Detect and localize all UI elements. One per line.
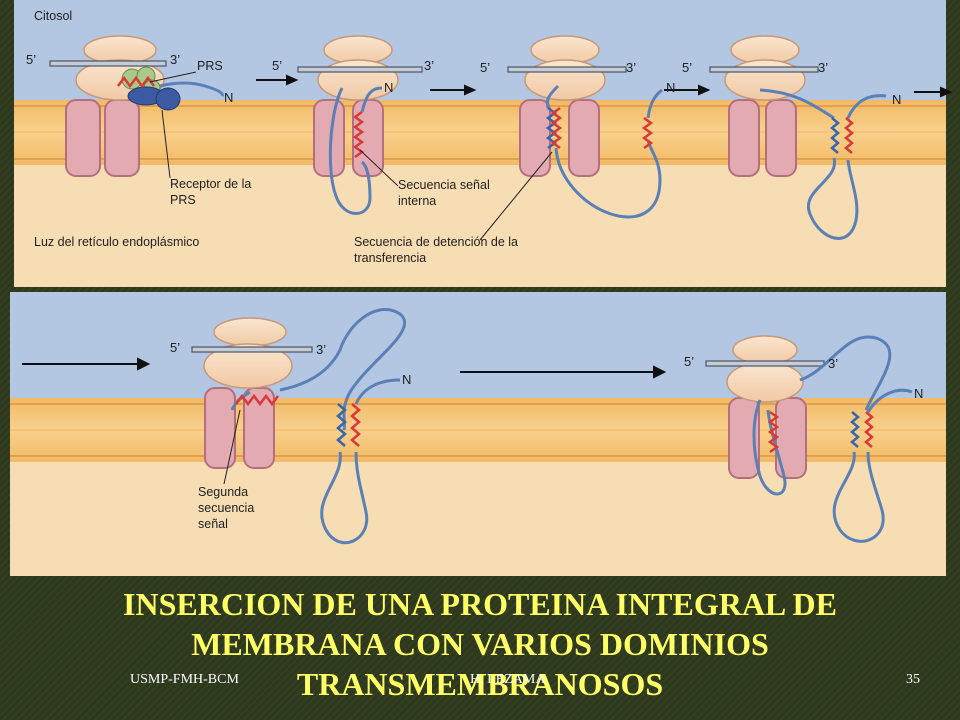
polypeptide-chain [846,94,887,119]
footer-institution: USMP-FMH-BCM [130,672,239,687]
stop-transfer-sequence [336,403,347,447]
five-prime-label: 5’ [170,340,180,355]
signal-sequence [641,116,654,150]
lumen-region [14,165,946,287]
polypeptide-chain [545,84,560,109]
lumen-label: Luz del retículo endoplásmico [34,235,199,249]
polypeptide-chain [554,139,662,219]
cytosol-label: Citosol [34,9,72,23]
polypeptide-chain [328,87,372,215]
n-terminus-label: N [666,80,675,95]
stop-transfer-sequence [545,106,558,150]
translocon [65,99,797,177]
five-prime-label: 5’ [480,60,490,75]
internal-signal-sequence [352,110,365,159]
polypeptide-chain [159,81,224,97]
polypeptide-chain [759,88,835,120]
leader-line [223,409,241,485]
three-prime-label: 3’ [828,356,838,371]
polypeptide-chain [866,388,913,413]
n-terminus-label: N [224,90,233,105]
internal-signal-sequence [550,106,563,150]
lumen-region [10,462,946,576]
polypeptide-chain [360,86,383,113]
three-prime-label: 3’ [316,342,326,357]
mrna-strand [49,60,819,73]
er-membrane [14,100,946,165]
polypeptide-chain [646,88,663,119]
footer-author: H. LEZAMA [470,672,546,687]
three-prime-label: 3’ [424,58,434,73]
translocon [204,387,807,479]
leader-line [149,71,553,241]
five-prime-label: 5’ [684,354,694,369]
cytosol-region [10,292,946,398]
slide-number: 35 [906,672,920,687]
three-prime-label: 3’ [818,60,828,75]
three-prime-label: 3’ [626,60,636,75]
five-prime-label: 5’ [272,58,282,73]
progress-arrow [22,357,667,379]
polypeptide-chain [806,157,859,240]
polypeptide-chain [354,378,401,405]
stop-transfer-sequence [830,117,840,154]
ribosome [203,317,804,403]
internal-signal-sequence [864,411,874,448]
internal-signal-sequence [350,403,361,447]
n-terminus-label: N [892,92,901,107]
polypeptide-chain [279,307,407,431]
polypeptide-chain [752,399,787,496]
n-terminus-label: N [384,80,393,95]
second-signal-sequence [767,410,780,454]
internal-signal-sequence [844,117,854,154]
five-prime-label: 5’ [26,52,36,67]
n-terminus-label: N [402,372,411,387]
polypeptide-chain [320,451,369,545]
n-terminus-label: N [914,386,923,401]
second-signal-sequence [235,393,279,407]
five-prime-label: 5’ [682,60,692,75]
three-prime-label: 3’ [170,52,180,67]
polypeptide-chain [799,335,892,411]
polypeptide-chain [832,451,885,543]
srp-label: PRS [197,59,223,73]
stop-transfer-sequence [850,411,860,448]
srp-receptor [127,86,181,111]
signal-sequence [117,75,155,89]
slide-title: INSERCION DE UNA PROTEINA INTEGRAL DE ME… [123,586,837,702]
progress-arrow [256,74,953,98]
polypeptide-chain [360,160,372,199]
